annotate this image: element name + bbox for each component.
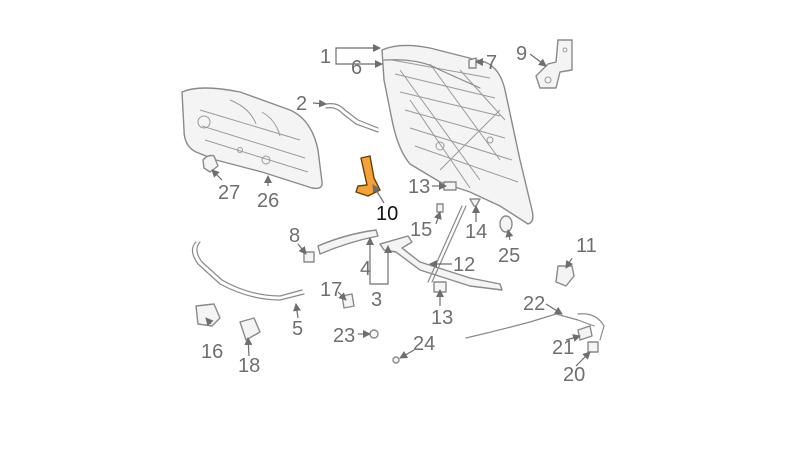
- latch-11: [555, 265, 575, 287]
- callout-21[interactable]: 21: [552, 337, 574, 359]
- bracket-16: [195, 303, 221, 327]
- callout-24[interactable]: 24: [413, 333, 435, 355]
- seal-5: [191, 241, 305, 301]
- hood-seal-6: [383, 59, 481, 89]
- callout-12[interactable]: 12: [453, 254, 475, 276]
- hood-bumper-7: [468, 57, 477, 69]
- callout-16[interactable]: 16: [201, 341, 223, 363]
- callout-23[interactable]: 23: [333, 325, 355, 347]
- callout-26[interactable]: 26: [257, 190, 279, 212]
- bracket-18: [239, 317, 261, 341]
- hood-seal-2: [325, 103, 379, 133]
- callout-20[interactable]: 20: [563, 364, 585, 386]
- callout-10[interactable]: 10: [376, 203, 398, 225]
- callout-17[interactable]: 17: [320, 279, 342, 301]
- callout-11[interactable]: 11: [576, 235, 597, 257]
- callout-1[interactable]: 1: [320, 46, 331, 68]
- callout-18[interactable]: 18: [238, 355, 260, 377]
- callout-labels: 1 6 2 7 9 27 26 10 13 15 14 25 11 8 4 12…: [201, 43, 597, 386]
- weatherstrip-4: [317, 229, 379, 255]
- leader-lines: [205, 44, 591, 367]
- callout-2[interactable]: 2: [296, 93, 307, 115]
- callout-6[interactable]: 6: [351, 57, 362, 79]
- callout-13-upper[interactable]: 13: [408, 176, 430, 198]
- release-cable-22: [465, 313, 605, 341]
- callout-22[interactable]: 22: [523, 293, 545, 315]
- hood-panel: [381, 44, 534, 225]
- handle-20: [587, 341, 599, 353]
- grommet-25: [499, 215, 513, 233]
- callout-4[interactable]: 4: [360, 258, 371, 280]
- callout-15[interactable]: 15: [410, 219, 432, 241]
- bumper-14: [469, 198, 481, 207]
- clip-15: [436, 203, 444, 213]
- callout-9[interactable]: 9: [516, 43, 527, 65]
- screw-23: [369, 329, 379, 339]
- cable-guide-21: [577, 325, 593, 341]
- support-rod-12: [379, 205, 503, 291]
- callout-13-lower[interactable]: 13: [431, 307, 453, 329]
- callout-8[interactable]: 8: [289, 225, 300, 247]
- callout-3[interactable]: 3: [371, 289, 382, 311]
- callout-27[interactable]: 27: [218, 182, 240, 204]
- callout-25[interactable]: 25: [498, 245, 520, 267]
- callout-5[interactable]: 5: [292, 318, 303, 340]
- pin-24: [392, 356, 400, 364]
- hood-insulator: [181, 87, 323, 190]
- callout-7[interactable]: 7: [486, 52, 497, 74]
- screw-17: [341, 293, 355, 309]
- callout-14[interactable]: 14: [465, 221, 487, 243]
- hood-hinge-9: [535, 39, 573, 89]
